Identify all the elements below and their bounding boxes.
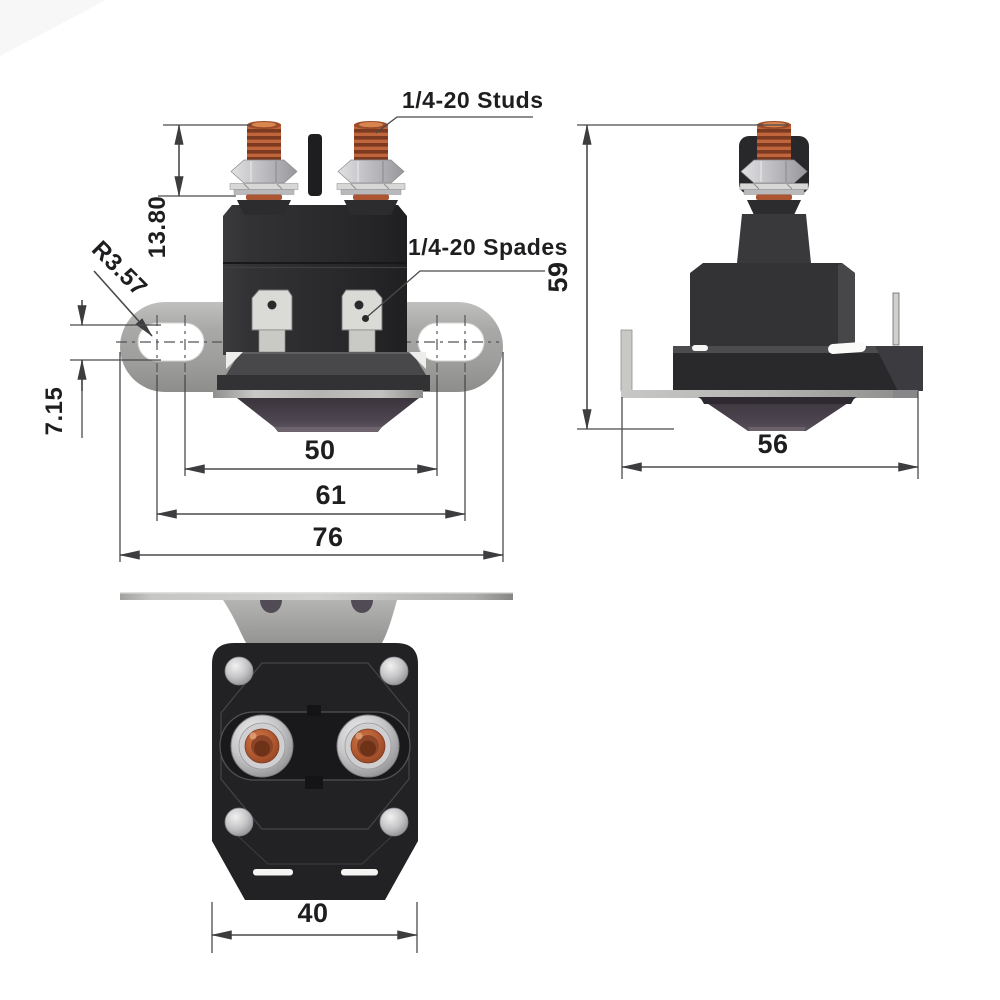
vent-slot-right [341, 869, 378, 876]
upper-column [737, 214, 811, 263]
dim-slot-center-spacing: 61 [155, 480, 467, 519]
bracket-notch-left [260, 600, 282, 613]
bracket-lip-side [620, 329, 633, 392]
base-flange-side [673, 342, 923, 391]
dim-slot-inner-spacing: 50 [183, 435, 439, 474]
callout-spades: 1/4-20 Spades [362, 234, 568, 322]
stud-terminal-side [739, 120, 809, 216]
dim-overall-height: 59 [543, 123, 788, 431]
callout-spades-label: 1/4-20 Spades [408, 234, 568, 260]
side-view [620, 120, 923, 431]
platform-outline [220, 662, 410, 830]
spade-terminal-right [341, 289, 383, 353]
bottom-skirt-front [237, 398, 419, 432]
screw-bottom-left [224, 807, 254, 837]
dim-stud-height: 13.80 [144, 123, 251, 259]
dim-label-56: 56 [757, 429, 788, 459]
spade-terminal-left [251, 289, 293, 353]
bottom-view [120, 592, 513, 900]
terminal-contact-right [336, 714, 400, 778]
screw-top-right [379, 656, 409, 686]
dim-label-stud-height: 13.80 [144, 196, 171, 259]
background-corner-streak [0, 0, 106, 56]
dim-label-50: 50 [304, 435, 335, 465]
vent-slot-left [253, 869, 293, 876]
dim-slot-height: 7.15 [41, 300, 161, 438]
bracket-front-edge [213, 390, 423, 398]
bracket-notch-right [351, 600, 373, 613]
stud-terminal-right [336, 120, 406, 216]
dim-body-width: 40 [210, 898, 419, 953]
dim-bracket-width: 76 [118, 522, 505, 560]
spade-pin-side [892, 292, 900, 346]
center-tab [308, 134, 322, 196]
bracket-plate-side [621, 390, 918, 398]
solenoid-body-side [690, 263, 855, 350]
bottom-skirt-side [698, 397, 857, 431]
callout-studs-label: 1/4-20 Studs [402, 87, 544, 113]
callout-studs: 1/4-20 Studs [375, 87, 544, 134]
bracket-edge-top [120, 592, 513, 600]
dim-label-40: 40 [297, 898, 328, 928]
stud-terminal-left [229, 120, 299, 216]
dim-label-59: 59 [543, 261, 573, 292]
screw-bottom-right [379, 807, 409, 837]
solenoid-body-front [223, 205, 407, 355]
front-view [116, 120, 503, 432]
base-collar [217, 352, 430, 391]
screw-top-left [224, 656, 254, 686]
terminal-contact-left [230, 714, 294, 778]
dim-label-61: 61 [315, 480, 346, 510]
dim-label-slot-height: 7.15 [41, 387, 68, 436]
dim-label-slot-radius: R3.57 [86, 236, 152, 302]
dim-extension-lines-front [119, 352, 504, 562]
dim-label-76: 76 [312, 522, 343, 552]
dim-overall-width-side: 56 [620, 391, 920, 479]
